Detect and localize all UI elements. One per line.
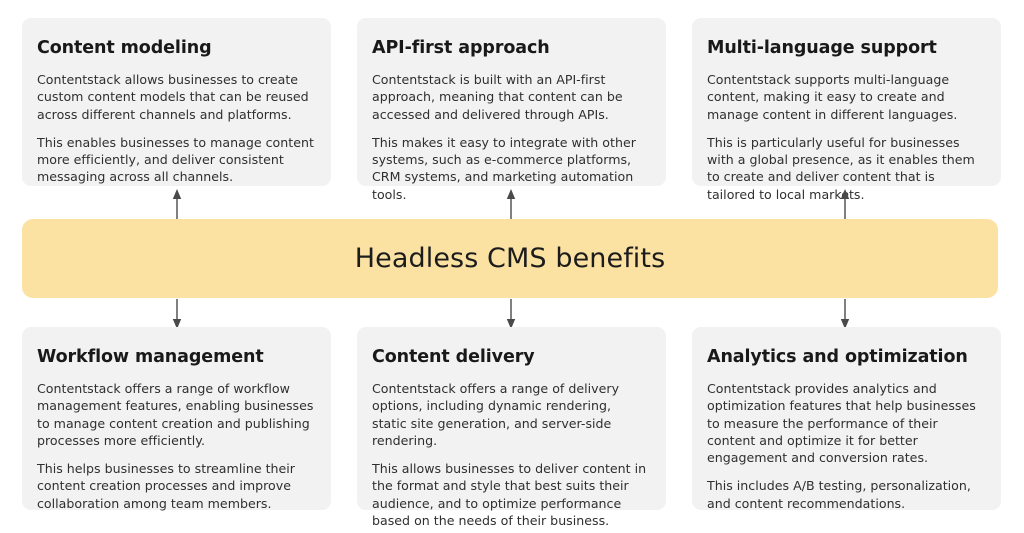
card-paragraph: Contentstack allows businesses to create… <box>37 72 309 122</box>
arrow-up-icon <box>504 189 518 219</box>
card-title: Analytics and optimization <box>707 347 968 367</box>
card-paragraph: Contentstack offers a range of workflow … <box>37 381 314 448</box>
card-title: Content delivery <box>372 347 535 367</box>
card-title: Workflow management <box>37 347 264 367</box>
benefit-card-analytics-and-optimization: Analytics and optimization Contentstack … <box>692 327 1001 511</box>
card-paragraph: Contentstack offers a range of delivery … <box>372 381 620 448</box>
card-paragraph: This allows businesses to deliver conten… <box>372 461 647 529</box>
center-banner: Headless CMS benefits <box>22 219 998 298</box>
arrow-up-icon <box>170 189 184 219</box>
arrow-down-icon <box>170 299 184 329</box>
card-paragraph: This is particularly useful for business… <box>707 134 975 202</box>
card-paragraph: Contentstack is built with an API-first … <box>372 72 623 122</box>
card-title: Content modeling <box>37 38 212 58</box>
arrow-down-icon <box>504 299 518 329</box>
card-paragraph: Contentstack supports multi-language con… <box>707 72 958 122</box>
card-paragraph: This includes A/B testing, personalizati… <box>707 478 971 511</box>
card-paragraph: This makes it easy to integrate with oth… <box>372 134 636 202</box>
arrow-up-icon <box>838 189 852 219</box>
card-title: Multi-language support <box>707 38 937 58</box>
card-title: API-first approach <box>372 38 550 58</box>
benefit-card-api-first-approach: API-first approach Contentstack is built… <box>357 18 666 202</box>
card-paragraph: This enables businesses to manage conten… <box>37 134 314 185</box>
card-paragraph: This helps businesses to streamline thei… <box>37 461 295 511</box>
benefit-card-content-modeling: Content modeling Contentstack allows bus… <box>22 18 331 186</box>
benefit-card-content-delivery: Content delivery Contentstack offers a r… <box>357 327 666 528</box>
bottom-card-row: Workflow management Contentstack offers … <box>22 327 1001 528</box>
benefit-card-workflow-management: Workflow management Contentstack offers … <box>22 327 331 511</box>
top-card-row: Content modeling Contentstack allows bus… <box>22 18 1001 202</box>
card-paragraph: Contentstack provides analytics and opti… <box>707 381 976 466</box>
benefit-card-multi-language-support: Multi-language support Contentstack supp… <box>692 18 1001 202</box>
page-title: Headless CMS benefits <box>354 243 666 274</box>
arrow-down-icon <box>838 299 852 329</box>
